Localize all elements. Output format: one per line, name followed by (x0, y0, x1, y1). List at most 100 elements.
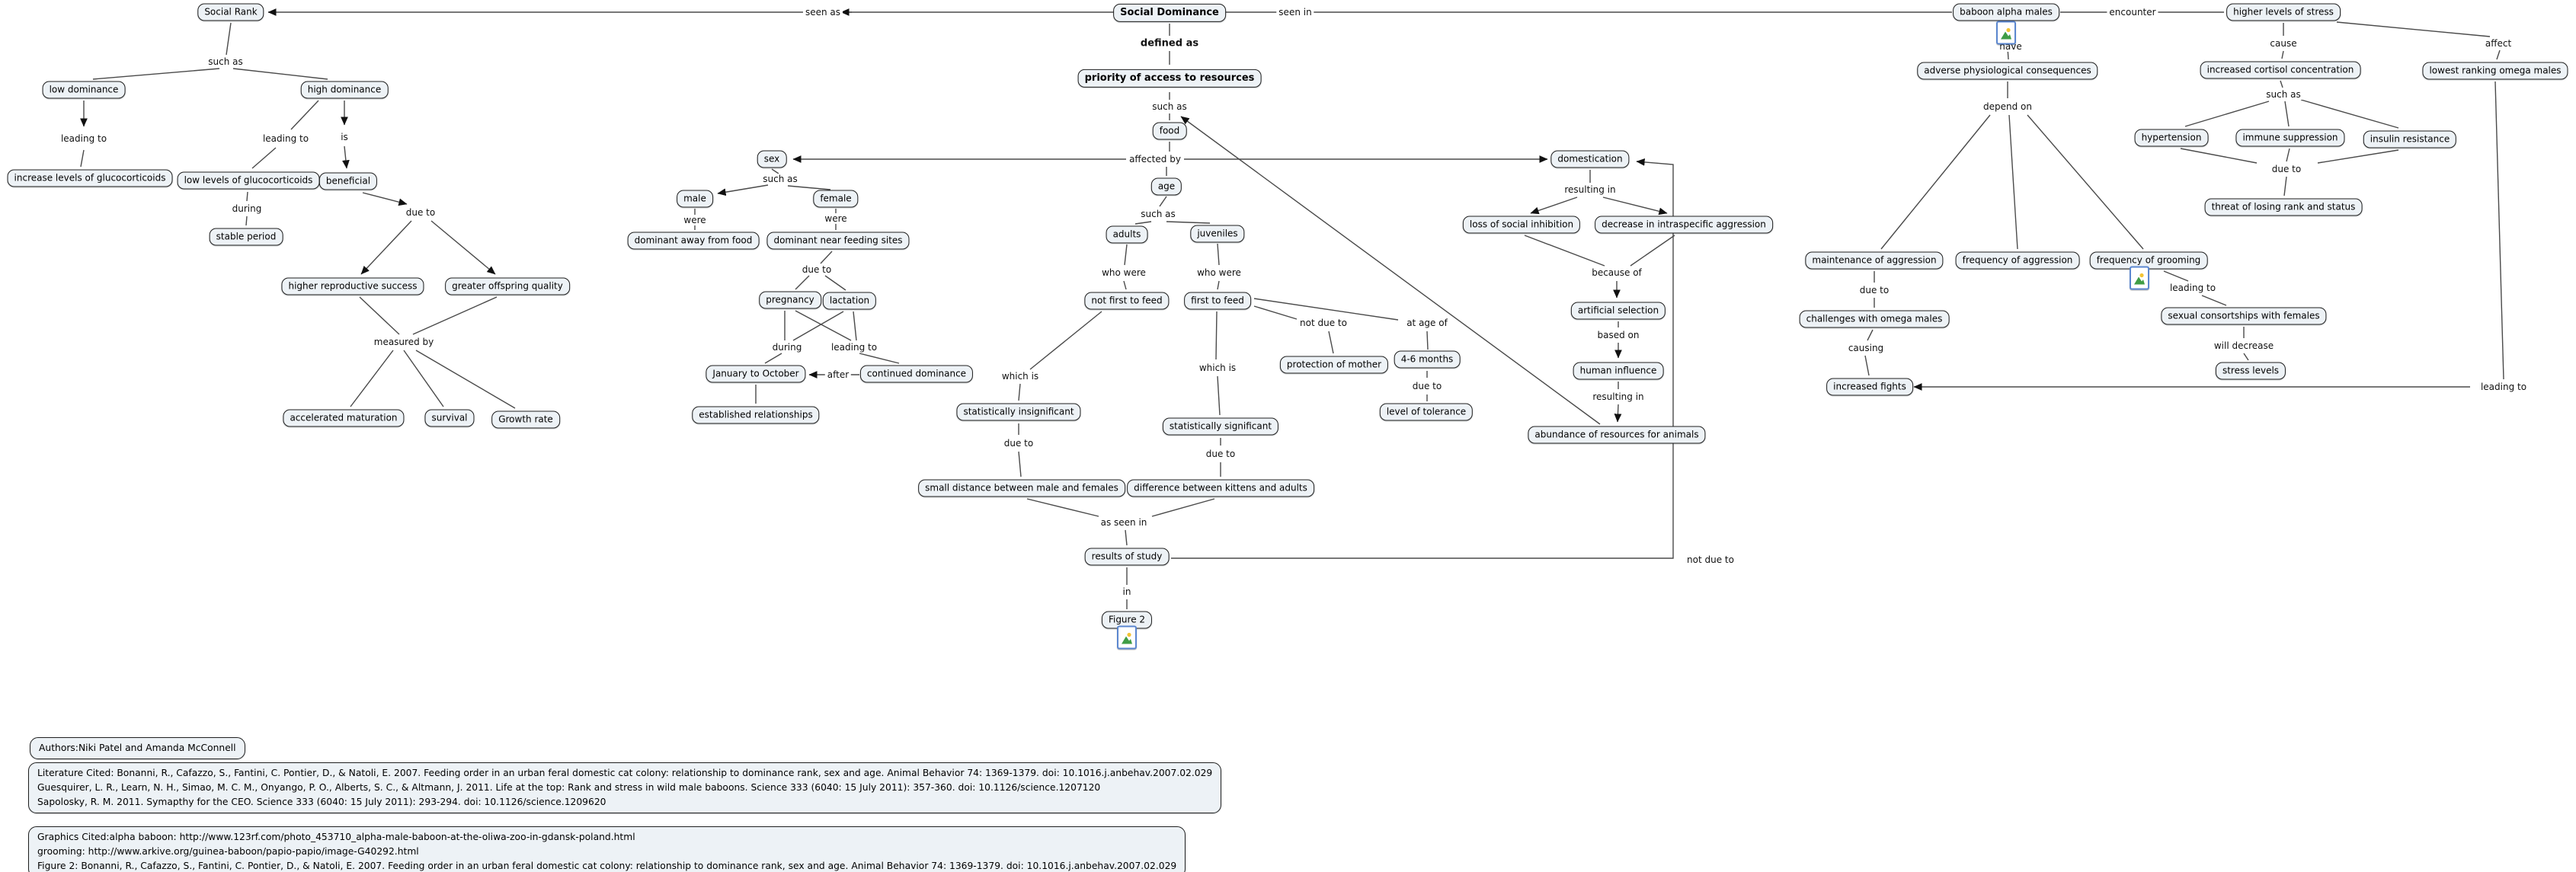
concept-node-results-of-study[interactable]: results of study (1084, 548, 1170, 566)
link-label[interactable]: such as (2264, 89, 2303, 100)
link-label[interactable]: due to (1857, 285, 1892, 295)
link-label[interactable]: seen as (802, 7, 843, 18)
concept-node-sex[interactable]: sex (757, 150, 787, 168)
link-label[interactable]: after (824, 369, 852, 380)
concept-node-accelerated-maturation[interactable]: accelerated maturation (283, 409, 405, 427)
concept-node-challenges-with-omega-males[interactable]: challenges with omega males (1799, 310, 1950, 328)
concept-node-lowest-ranking-omega-males[interactable]: lowest ranking omega males (2422, 62, 2568, 80)
link-label[interactable]: depend on (1981, 101, 2034, 112)
link-label[interactable]: is (338, 132, 350, 142)
concept-node-artificial-selection[interactable]: artificial selection (1570, 302, 1666, 320)
link-label[interactable]: based on (1595, 330, 1642, 340)
concept-node-baboon-alpha-males[interactable]: baboon alpha males (1953, 3, 2059, 21)
concept-node-difference-kittens-adults[interactable]: difference between kittens and adults (1127, 479, 1314, 497)
concept-node-pregnancy[interactable]: pregnancy (759, 291, 821, 309)
link-label[interactable]: encounter (2107, 7, 2158, 18)
concept-node-frequency-of-aggression[interactable]: frequency of aggression (1955, 251, 2080, 270)
concept-node-continued-dominance[interactable]: continued dominance (859, 365, 974, 383)
concept-node-survival[interactable]: survival (424, 409, 475, 427)
concept-node-stable-period[interactable]: stable period (209, 228, 283, 246)
baboon-photo-icon[interactable] (1996, 21, 2016, 45)
link-label[interactable]: at age of (1404, 318, 1450, 328)
concept-node-domestication[interactable]: domestication (1550, 150, 1630, 168)
link-label[interactable]: due to (1410, 381, 1445, 391)
link-label[interactable]: leading to (58, 133, 110, 144)
link-label[interactable]: due to (1001, 438, 1036, 449)
link-label[interactable]: affect (2482, 38, 2514, 49)
concept-node-beneficial[interactable]: beneficial (318, 172, 378, 190)
concept-node-small-distance[interactable]: small distance between male and females (918, 479, 1125, 497)
link-label[interactable]: due to (799, 264, 834, 275)
concept-node-adults[interactable]: adults (1106, 225, 1148, 244)
concept-node-hypertension[interactable]: hypertension (2134, 129, 2209, 147)
concept-node-human-influence[interactable]: human influence (1573, 362, 1664, 380)
figure-2-image-icon[interactable] (1117, 625, 1137, 650)
concept-node-food[interactable]: food (1152, 122, 1187, 140)
concept-node-growth-rate[interactable]: Growth rate (491, 410, 560, 429)
concept-node-dominant-near-feeding-sites[interactable]: dominant near feeding sites (766, 232, 910, 250)
link-label[interactable]: causing (1845, 343, 1886, 353)
concept-node-level-of-tolerance[interactable]: level of tolerance (1379, 403, 1474, 421)
link-label[interactable]: leading to (828, 342, 880, 353)
link-label[interactable]: who were (1099, 267, 1148, 278)
concept-node-female[interactable]: female (813, 190, 859, 208)
concept-node-sexual-consortships[interactable]: sexual consortships with females (2161, 307, 2327, 325)
link-label[interactable]: defined as (1138, 37, 1202, 50)
link-label[interactable]: leading to (2478, 382, 2530, 392)
concept-node-established-relationships[interactable]: established relationships (692, 406, 820, 424)
link-label[interactable]: were (822, 213, 850, 224)
concept-node-decrease-intraspecific-aggression[interactable]: decrease in intraspecific aggression (1595, 216, 1773, 234)
link-label[interactable]: as seen in (1098, 517, 1150, 528)
link-label[interactable]: leading to (2167, 283, 2219, 293)
concept-node-social-rank[interactable]: Social Rank (197, 3, 264, 21)
concept-node-abundance-of-resources[interactable]: abundance of resources for animals (1528, 426, 1706, 444)
link-label[interactable]: such as (760, 174, 800, 184)
link-label[interactable]: seen in (1276, 7, 1314, 18)
link-label[interactable]: because of (1589, 267, 1644, 278)
grooming-photo-icon[interactable] (2130, 266, 2149, 290)
link-label[interactable]: affected by (1127, 154, 1183, 164)
link-label[interactable]: during (770, 342, 805, 353)
link-label[interactable]: in (1120, 586, 1134, 597)
concept-node-low-dominance[interactable]: low dominance (42, 81, 126, 99)
concept-node-increased-fights[interactable]: increased fights (1826, 378, 1913, 396)
concept-node-statistically-insignificant[interactable]: statistically insignificant (956, 403, 1081, 421)
concept-node-january-to-october[interactable]: January to October (706, 365, 806, 383)
concept-node-statistically-significant[interactable]: statistically significant (1162, 417, 1279, 436)
link-label[interactable]: resulting in (1562, 184, 1618, 195)
link-label[interactable]: which is (999, 371, 1042, 382)
link-label[interactable]: during (229, 203, 264, 214)
link-label[interactable]: leading to (260, 133, 312, 144)
link-label[interactable]: were (681, 215, 709, 225)
concept-node-protection-of-mother[interactable]: protection of mother (1279, 356, 1389, 374)
link-label[interactable]: not due to (1298, 318, 1349, 328)
concept-node-juveniles[interactable]: juveniles (1190, 225, 1245, 243)
link-label[interactable]: which is (1196, 363, 1239, 373)
link-label[interactable]: resulting in (1590, 391, 1646, 402)
concept-node-increase-glucocorticoids[interactable]: increase levels of glucocorticoids (7, 169, 173, 187)
concept-node-threat-of-losing-rank[interactable]: threat of losing rank and status (2204, 198, 2363, 216)
concept-node-maintenance-of-aggression[interactable]: maintenance of aggression (1805, 251, 1944, 270)
link-label[interactable]: cause (2267, 38, 2299, 49)
concept-node-stress-levels[interactable]: stress levels (2215, 362, 2286, 380)
link-label[interactable]: will decrease (2211, 340, 2277, 351)
concept-node-low-glucocorticoids[interactable]: low levels of glucocorticoids (177, 171, 320, 190)
link-label[interactable]: not due to (1685, 554, 1736, 565)
concept-node-increased-cortisol-concentration[interactable]: increased cortisol concentration (2200, 61, 2361, 79)
link-label[interactable]: due to (2269, 164, 2304, 174)
concept-node-figure-2[interactable]: Figure 2 (1101, 611, 1153, 629)
link-label[interactable]: due to (1203, 449, 1238, 459)
literature-cited-node[interactable]: Literature Cited: Bonanni, R., Cafazzo, … (28, 762, 1222, 814)
concept-node-high-dominance[interactable]: high dominance (300, 81, 389, 99)
concept-node-immune-suppression[interactable]: immune suppression (2235, 129, 2345, 147)
concept-node-age[interactable]: age (1150, 177, 1182, 196)
concept-node-loss-of-social-inhibition[interactable]: loss of social inhibition (1462, 216, 1581, 234)
concept-node-greater-offspring-quality[interactable]: greater offspring quality (445, 277, 570, 295)
link-label[interactable]: such as (1150, 101, 1189, 112)
concept-node-lactation[interactable]: lactation (822, 292, 877, 310)
concept-node-higher-levels-of-stress[interactable]: higher levels of stress (2226, 3, 2341, 21)
concept-node-dominant-away-from-food[interactable]: dominant away from food (627, 232, 760, 250)
link-label[interactable]: who were (1195, 267, 1243, 278)
concept-node-male[interactable]: male (677, 190, 713, 208)
link-label[interactable]: measured by (371, 337, 437, 347)
